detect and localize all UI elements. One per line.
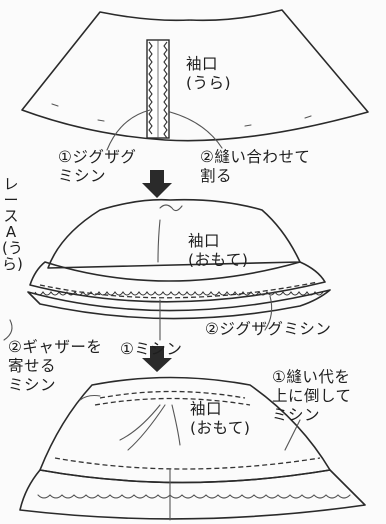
step3-sleeve-label: 袖口 (おもて) [190, 400, 251, 437]
step3-sleeve-piece [19, 376, 366, 521]
step1-press-label: ②縫い合わせて 割る [200, 148, 311, 185]
down-arrow-2 [142, 346, 172, 372]
step1-sleeve-label: 袖口 (うら) [186, 55, 232, 92]
step1-zigzag-label: ①ジグザグ ミシン [58, 148, 137, 185]
step2-machine-label: ①ミシン [120, 340, 183, 358]
step2-zigzag-label: ②ジグザグミシン [205, 320, 332, 338]
step2-sleeve-piece [3, 198, 331, 341]
step1-sleeve-piece [21, 9, 369, 151]
step2-lace-label: レースA(うら) [2, 175, 23, 273]
step3-gather-label: ②ギャザーを 寄せる ミシン [8, 338, 103, 394]
down-arrow-1 [142, 170, 172, 198]
step3-seam-label: ①縫い代を 上に倒して ミシン [272, 368, 352, 424]
step2-sleeve-label: 袖口 (おもて) [188, 232, 249, 269]
